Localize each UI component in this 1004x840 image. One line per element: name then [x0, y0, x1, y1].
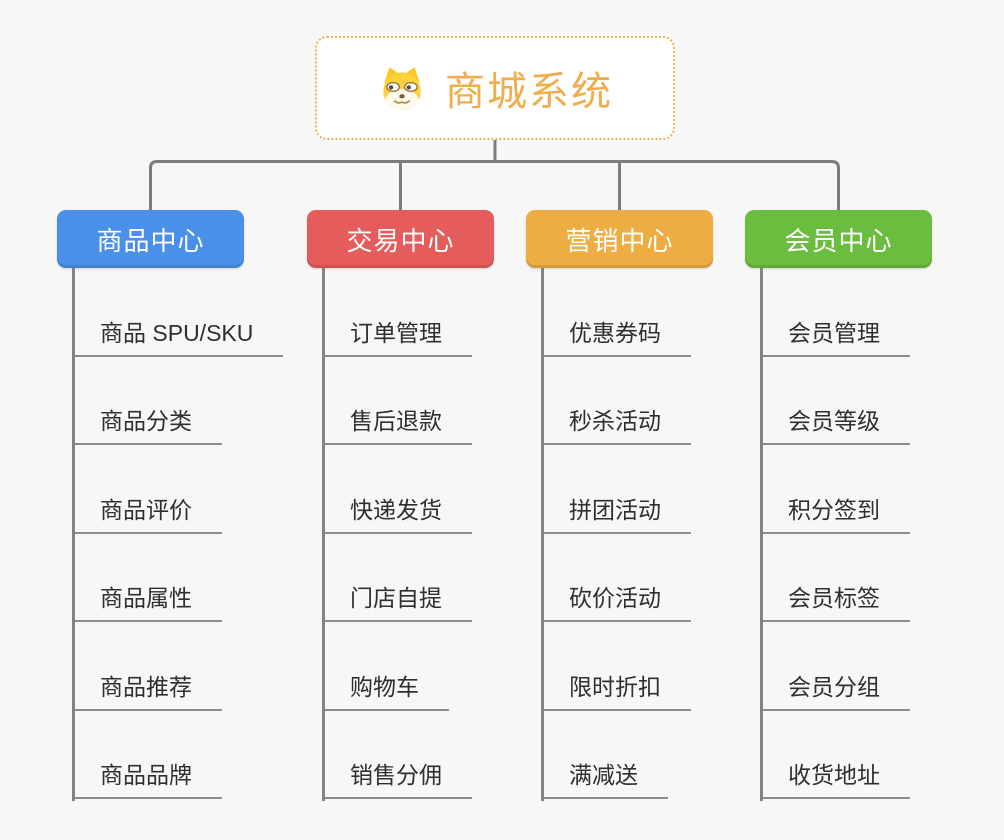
leaf-node[interactable]: 销售分佣 — [322, 756, 472, 799]
branch-column-marketing: 营销中心 优惠券码 秒杀活动 拼团活动 砍价活动 限时折扣 满减送 — [526, 210, 713, 801]
branch-node-member-center[interactable]: 会员中心 — [745, 210, 932, 268]
leaf-node[interactable]: 收货地址 — [760, 756, 910, 799]
branch-node-label: 会员中心 — [784, 225, 893, 256]
leaf-node[interactable]: 限时折扣 — [541, 668, 691, 711]
leaf-node[interactable]: 会员等级 — [760, 402, 910, 445]
branch-rail-line — [149, 160, 840, 210]
branch-child-connector-line — [541, 268, 544, 801]
shiba-dog-emoji-icon — [377, 65, 427, 111]
leaf-node[interactable]: 售后退款 — [322, 402, 472, 445]
branch-node-label: 交易中心 — [346, 225, 455, 256]
leaf-node[interactable]: 商品评价 — [72, 491, 222, 534]
leaf-node[interactable]: 满减送 — [541, 756, 668, 799]
branch-node-marketing-center[interactable]: 营销中心 — [526, 210, 713, 268]
branch-children-group: 商品 SPU/SKU 商品分类 商品评价 商品属性 商品推荐 商品品牌 — [57, 268, 284, 801]
leaf-node[interactable]: 会员标签 — [760, 579, 910, 622]
branch-node-trade-center[interactable]: 交易中心 — [307, 210, 494, 268]
leaf-node[interactable]: 购物车 — [322, 668, 449, 711]
root-node-title: 商城系统 — [445, 70, 613, 114]
branch-child-connector-line — [322, 268, 325, 801]
leaf-node[interactable]: 商品推荐 — [72, 668, 222, 711]
leaf-node[interactable]: 会员分组 — [760, 668, 910, 711]
branch-node-goods-center[interactable]: 商品中心 — [57, 210, 244, 268]
branch-children-group: 订单管理 售后退款 快递发货 门店自提 购物车 销售分佣 — [307, 268, 494, 801]
branch-node-label: 商品中心 — [96, 225, 205, 256]
branch-child-connector-line — [72, 268, 75, 801]
leaf-node[interactable]: 秒杀活动 — [541, 402, 691, 445]
leaf-node[interactable]: 门店自提 — [322, 579, 472, 622]
leaf-node[interactable]: 商品品牌 — [72, 756, 222, 799]
leaf-node[interactable]: 商品分类 — [72, 402, 222, 445]
leaf-node[interactable]: 商品属性 — [72, 579, 222, 622]
leaf-node[interactable]: 积分签到 — [760, 491, 910, 534]
leaf-node[interactable]: 砍价活动 — [541, 579, 691, 622]
leaf-node[interactable]: 订单管理 — [322, 314, 472, 357]
branch-column-goods: 商品中心 商品 SPU/SKU 商品分类 商品评价 商品属性 商品推荐 商品品牌 — [57, 210, 284, 801]
leaf-node[interactable]: 优惠券码 — [541, 314, 691, 357]
branch-child-connector-line — [760, 268, 763, 801]
branch-column-trade: 交易中心 订单管理 售后退款 快递发货 门店自提 购物车 销售分佣 — [307, 210, 494, 801]
leaf-node[interactable]: 商品 SPU/SKU — [72, 314, 284, 357]
leaf-node[interactable]: 拼团活动 — [541, 491, 691, 534]
branch-column-member: 会员中心 会员管理 会员等级 积分签到 会员标签 会员分组 收货地址 — [745, 210, 932, 801]
branch-node-label: 营销中心 — [565, 225, 674, 256]
root-node[interactable]: 商城系统 — [315, 36, 675, 140]
branch-children-group: 会员管理 会员等级 积分签到 会员标签 会员分组 收货地址 — [745, 268, 932, 801]
leaf-node[interactable]: 会员管理 — [760, 314, 910, 357]
leaf-node[interactable]: 快递发货 — [322, 491, 472, 534]
branch-children-group: 优惠券码 秒杀活动 拼团活动 砍价活动 限时折扣 满减送 — [526, 268, 713, 801]
